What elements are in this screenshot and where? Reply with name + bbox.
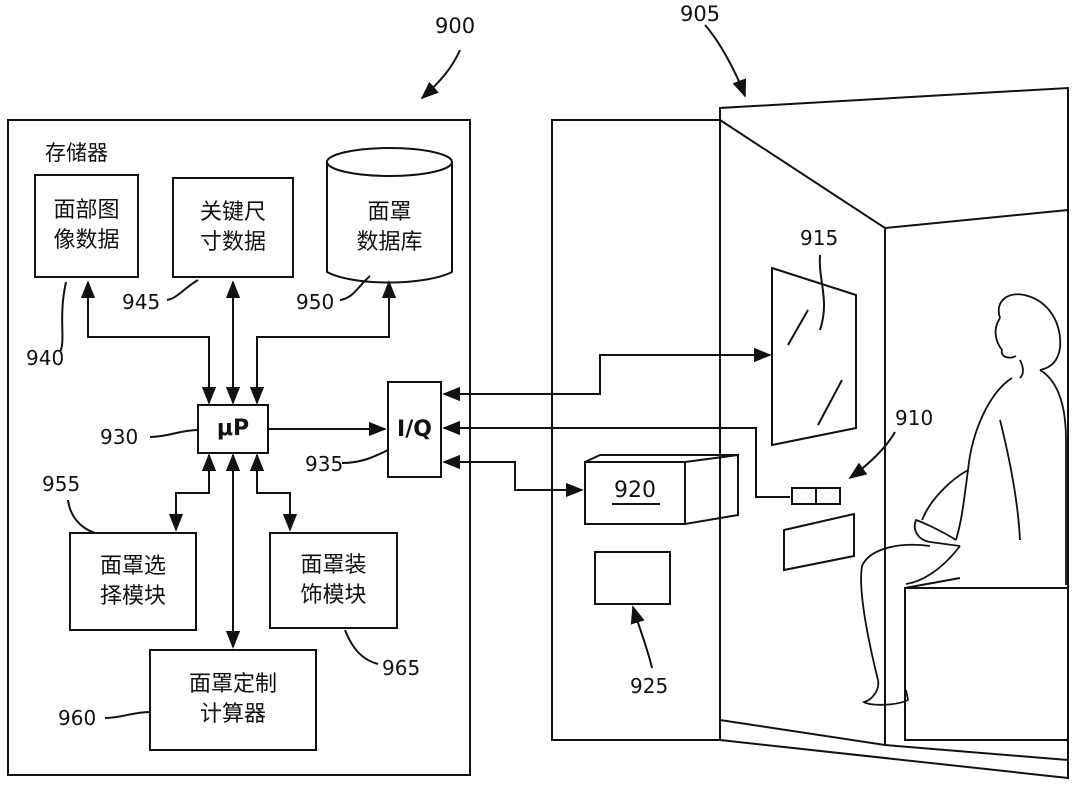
key-dims-box xyxy=(172,177,294,278)
device-920-side xyxy=(684,453,739,526)
processor-label: μP xyxy=(216,416,250,442)
face-image-box xyxy=(34,174,139,278)
face-image-label: 面部图 像数据 xyxy=(53,198,120,253)
leader-950 xyxy=(339,275,371,301)
leader-965 xyxy=(344,629,379,665)
link-io-controls xyxy=(442,420,790,498)
screen-glare-1 xyxy=(787,309,809,346)
booth-inner-wall xyxy=(719,118,886,747)
leader-915 xyxy=(818,254,825,331)
leader-960 xyxy=(104,711,151,719)
io-label: I/Q xyxy=(397,416,432,442)
memory-title: 存储器 xyxy=(45,141,108,165)
mask-custom-box xyxy=(149,649,317,751)
ref-910-arrow xyxy=(848,431,896,480)
booth-frame xyxy=(719,86,1069,780)
mask-decor-box xyxy=(269,532,398,629)
link-mask-select xyxy=(168,453,217,532)
leader-940 xyxy=(59,281,67,353)
leader-955 xyxy=(67,499,96,534)
seat xyxy=(904,587,1069,741)
ref-905: 905 xyxy=(680,2,721,26)
leader-930 xyxy=(149,429,199,438)
booth-front xyxy=(551,119,721,741)
ref-940: 940 xyxy=(26,346,65,370)
ref-900-arrow xyxy=(420,49,461,100)
key-dims-label: 关键尺 寸数据 xyxy=(199,199,266,255)
ref-935: 935 xyxy=(305,452,344,476)
ref-945: 945 xyxy=(122,290,161,314)
ref-915: 915 xyxy=(800,226,839,250)
ref-925-arrow xyxy=(630,605,653,669)
ref-930: 930 xyxy=(100,425,139,449)
mask-select-label: 面罩选 择模块 xyxy=(99,553,166,609)
mask-custom-label: 面罩定制 计算器 xyxy=(188,672,277,727)
ref-910: 910 xyxy=(895,406,934,430)
mask-select-box xyxy=(69,532,197,631)
leader-935 xyxy=(341,449,389,464)
ref-920: 920 xyxy=(614,478,656,503)
ref-955: 955 xyxy=(42,472,81,496)
booth-floor-edge xyxy=(884,744,1069,761)
leader-945 xyxy=(166,279,199,301)
booth-back-corner xyxy=(884,209,1069,229)
link-face-image xyxy=(80,280,217,405)
link-mask-db xyxy=(249,280,397,405)
ref-900: 900 xyxy=(435,14,476,38)
link-mask-decor xyxy=(249,453,298,532)
mask-decor-label: 面罩装 饰模块 xyxy=(300,552,367,608)
device-920-top xyxy=(584,454,738,463)
mask-db-label: 面罩 数据库 xyxy=(356,200,423,255)
link-io-device xyxy=(442,454,584,498)
link-io-screen xyxy=(442,347,772,402)
system-panel xyxy=(7,119,471,776)
ref-965: 965 xyxy=(382,656,421,680)
seat-top xyxy=(904,577,961,589)
ref-905-arrow xyxy=(704,24,747,98)
ref-960: 960 xyxy=(58,706,97,730)
booth-slot xyxy=(783,512,855,572)
screen-glare-2 xyxy=(817,379,843,426)
tray-925 xyxy=(594,551,671,605)
ref-925: 925 xyxy=(630,674,669,698)
ref-950: 950 xyxy=(296,290,335,314)
seated-person xyxy=(860,293,1067,706)
screen-915 xyxy=(771,266,857,447)
io-box xyxy=(387,381,442,478)
